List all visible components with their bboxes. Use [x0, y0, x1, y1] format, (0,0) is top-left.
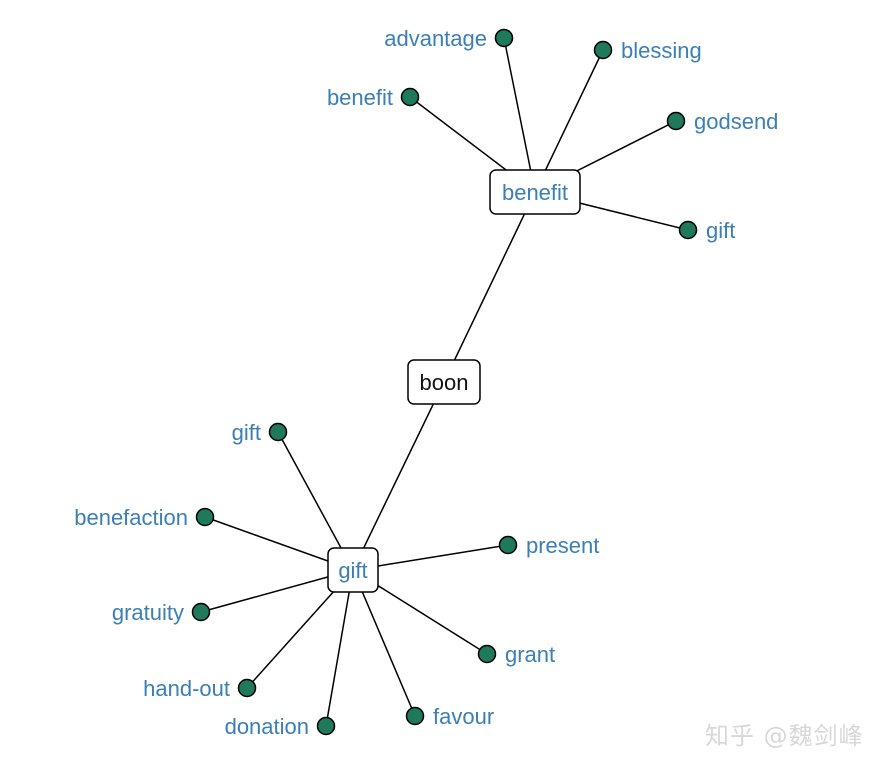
- leaf-node[interactable]: gift: [678, 218, 736, 243]
- leaf-label: advantage: [384, 26, 487, 51]
- dot-icon: [400, 87, 420, 107]
- dot-icon: [498, 535, 518, 555]
- root-node-label: boon: [420, 370, 469, 395]
- dot-icon: [405, 706, 425, 726]
- dot-icon: [666, 111, 686, 131]
- leaf-node[interactable]: benefit: [327, 85, 420, 110]
- dot-icon: [195, 507, 215, 527]
- sense-node-benefit[interactable]: benefit: [489, 169, 581, 215]
- leaf-node[interactable]: advantage: [384, 26, 514, 51]
- leaf-node[interactable]: present: [498, 533, 600, 558]
- dot-icon: [268, 422, 288, 442]
- leaf-label: favour: [433, 704, 494, 729]
- leaf-label: benefaction: [74, 505, 188, 530]
- sense-node-benefit-label: benefit: [502, 180, 568, 205]
- sense-node-gift-label: gift: [338, 558, 367, 583]
- root-node-box: [407, 359, 481, 405]
- edge-gift-donation: [325, 569, 354, 727]
- dot-icon: [494, 28, 514, 48]
- dot-icon: [678, 220, 698, 240]
- leaf-node[interactable]: godsend: [666, 109, 779, 134]
- edge-gift-gift: [277, 431, 354, 571]
- edge-root-benefit: [443, 191, 536, 383]
- dot-icon: [237, 678, 257, 698]
- leaf-label: present: [526, 533, 599, 558]
- dot-icon: [593, 40, 613, 60]
- leaf-label: benefit: [327, 85, 393, 110]
- nodes: boon benefit advantage blessing benefit godse…: [74, 26, 778, 739]
- leaf-label: gift: [706, 218, 735, 243]
- leaf-node[interactable]: benefaction: [74, 505, 215, 530]
- leaf-label: donation: [225, 714, 309, 739]
- watermark: 知乎 @魏剑峰: [705, 722, 864, 750]
- sense-node-gift[interactable]: gift: [327, 547, 379, 593]
- leaf-node[interactable]: blessing: [593, 38, 702, 63]
- leaf-label: hand-out: [143, 676, 230, 701]
- leaf-node[interactable]: hand-out: [143, 676, 257, 701]
- dot-icon: [316, 716, 336, 736]
- leaf-label: gift: [232, 420, 261, 445]
- leaf-node[interactable]: favour: [405, 704, 495, 729]
- sense-node-benefit-box: [489, 169, 581, 215]
- edge-gift-favour: [352, 569, 416, 717]
- dot-icon: [477, 644, 497, 664]
- edge-benefit-advantage: [503, 37, 536, 193]
- edge-benefit-blessing: [534, 49, 604, 193]
- leaf-node[interactable]: grant: [477, 642, 556, 667]
- edge-gift-present: [352, 544, 509, 571]
- dot-icon: [191, 602, 211, 622]
- leaf-label: godsend: [694, 109, 778, 134]
- leaf-label: grant: [505, 642, 555, 667]
- leaf-node[interactable]: donation: [225, 714, 336, 739]
- edge-root-gift: [352, 381, 445, 571]
- leaf-node[interactable]: gratuity: [112, 600, 211, 625]
- sense-node-gift-box: [327, 547, 379, 593]
- leaf-label: gratuity: [112, 600, 184, 625]
- leaf-label: blessing: [621, 38, 702, 63]
- root-node[interactable]: boon: [407, 359, 481, 405]
- leaf-node[interactable]: gift: [232, 420, 288, 445]
